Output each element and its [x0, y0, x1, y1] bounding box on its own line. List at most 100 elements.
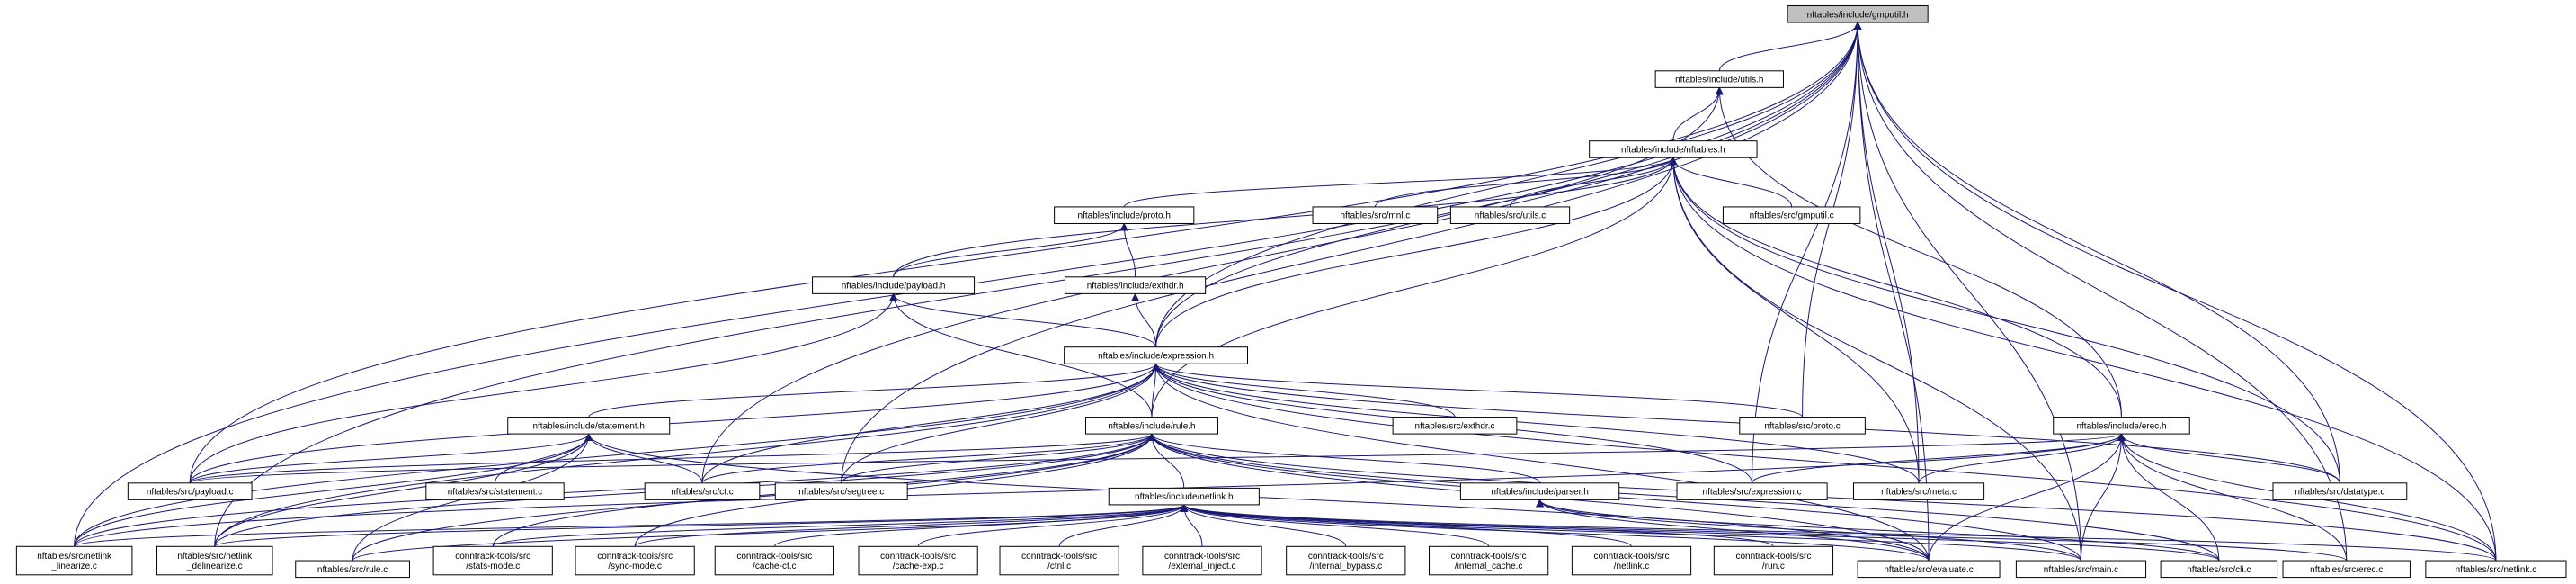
edge-nftables_h-to-rule_h — [1151, 157, 1678, 418]
node-label: conntrack-tools/src — [736, 552, 812, 562]
edge-netlink_h-to-stats_mode_c — [492, 504, 1189, 547]
edge-netlink_h-to-cache_exp_c — [917, 504, 1189, 547]
edge-utils_h-to-erec_h — [1715, 86, 2122, 418]
edge-rule_h-to-ct_c — [701, 433, 1156, 484]
node-nf-netlink-c[interactable]: nftables/src/netlink.c — [2425, 560, 2567, 579]
node-box — [156, 545, 273, 576]
edge-exthdr_h-to-expression_h — [1131, 292, 1157, 347]
node-datatype-c[interactable]: nftables/src/datatype.c — [2272, 482, 2408, 500]
edge-nftables_h-to-datatype_c — [1669, 157, 2340, 483]
node-cache-exp-c[interactable]: conntrack-tools/src/cache-exp.c — [858, 545, 978, 576]
node-mnl-c[interactable]: nftables/src/mnl.c — [1312, 206, 1439, 224]
node-run-c[interactable]: conntrack-tools/src/run.c — [1713, 545, 1834, 576]
node-label: conntrack-tools/src — [1164, 552, 1240, 562]
node-label: nftables/src/exthdr.c — [1415, 421, 1495, 431]
node-expression-h[interactable]: nftables/include/expression.h — [1064, 346, 1249, 364]
node-exthdr-c[interactable]: nftables/src/exthdr.c — [1392, 417, 1518, 435]
node-box — [1054, 206, 1195, 224]
edge-expression_h-to-netlink_delinearize_c — [214, 363, 1160, 547]
node-box — [714, 545, 834, 576]
node-payload-h[interactable]: nftables/include/payload.h — [812, 276, 976, 294]
node-stats-mode-c[interactable]: conntrack-tools/src/stats-mode.c — [432, 545, 553, 576]
node-box — [2160, 560, 2278, 579]
edge-rule_h-to-segtree_c — [841, 433, 1156, 484]
node-label: nftables/src/rule.c — [317, 565, 388, 575]
node-box — [2015, 560, 2147, 579]
node-box — [1589, 140, 1758, 158]
node-box — [812, 276, 976, 294]
node-label: _linearize.c — [50, 562, 97, 571]
node-gmputil-c[interactable]: nftables/src/gmputil.c — [1722, 206, 1861, 224]
node-erec-c[interactable]: nftables/src/erec.c — [2282, 560, 2411, 579]
node-nftables-h[interactable]: nftables/include/nftables.h — [1589, 140, 1758, 158]
edge-nftables_h-to-expression_h — [1155, 157, 1678, 347]
node-box — [1571, 545, 1692, 576]
node-box — [1857, 560, 2001, 579]
node-erec-h[interactable]: nftables/include/erec.h — [2053, 417, 2190, 435]
node-cache-ct-c[interactable]: conntrack-tools/src/cache-ct.c — [714, 545, 834, 576]
node-expression-c[interactable]: nftables/src/expression.c — [1676, 482, 1828, 500]
node-label: nftables/src/main.c — [2044, 565, 2118, 575]
node-label: conntrack-tools/src — [597, 552, 673, 562]
edge-gmputil_h-to-datatype_c — [1853, 22, 2340, 483]
node-netlink-delinearize-c[interactable]: nftables/src/netlink_delinearize.c — [156, 545, 273, 576]
edge-nftables_h-to-gmputil_c — [1669, 157, 1793, 208]
edge-parser_h-to-main_c — [1536, 499, 2081, 562]
node-box — [1459, 482, 1620, 500]
node-box — [1065, 276, 1207, 294]
node-cli-c[interactable]: nftables/src/cli.c — [2160, 560, 2278, 579]
edge-netlink_h-to-nf_netlink_c — [1180, 504, 2497, 562]
node-box — [295, 560, 410, 579]
node-proto-c[interactable]: nftables/src/proto.c — [1739, 417, 1866, 435]
node-box — [1713, 545, 1834, 576]
node-netlink-linearize-c[interactable]: nftables/src/netlink_linearize.c — [15, 545, 133, 576]
node-evaluate-c[interactable]: nftables/src/evaluate.c — [1857, 560, 2001, 579]
node-rule-c[interactable]: nftables/src/rule.c — [295, 560, 410, 579]
node-ctnl-c[interactable]: conntrack-tools/src/ctnl.c — [999, 545, 1119, 576]
edge-nftables_h-to-main_c — [1669, 157, 2081, 562]
node-label: nftables/src/cli.c — [2187, 565, 2251, 575]
edge-rule_h-to-parser_h — [1147, 433, 1541, 484]
node-ct-netlink-c[interactable]: conntrack-tools/src/netlink.c — [1571, 545, 1692, 576]
node-label: nftables/include/parser.h — [1491, 488, 1588, 498]
node-internal-bypass-c[interactable]: conntrack-tools/src/internal_bypass.c — [1286, 545, 1406, 576]
node-label: conntrack-tools/src — [455, 552, 530, 562]
node-proto-h[interactable]: nftables/include/proto.h — [1054, 206, 1195, 224]
node-statement-h[interactable]: nftables/include/statement.h — [507, 417, 671, 435]
edge-netlink_h-to-cli_c — [1180, 504, 2220, 562]
node-label: nftables/include/proto.h — [1078, 211, 1171, 221]
node-utils-h[interactable]: nftables/include/utils.h — [1654, 70, 1784, 88]
node-utils-c[interactable]: nftables/src/utils.c — [1449, 206, 1571, 224]
edge-netlink_h-to-netlink_linearize_c — [74, 504, 1188, 547]
node-box — [425, 482, 565, 500]
node-label: nftables/src/utils.c — [1475, 211, 1546, 221]
edge-erec_h-to-cli_c — [2117, 433, 2220, 562]
node-box — [774, 482, 908, 500]
node-label: nftables/include/erec.h — [2076, 421, 2166, 431]
node-sync-mode-c[interactable]: conntrack-tools/src/sync-mode.c — [575, 545, 695, 576]
edge-gmputil_h-to-erec_c — [1853, 22, 2348, 562]
node-label: nftables/src/statement.c — [448, 488, 543, 498]
node-ct-c[interactable]: nftables/src/ct.c — [644, 482, 761, 500]
node-external-inject-c[interactable]: conntrack-tools/src/external_inject.c — [1142, 545, 1262, 576]
node-payload-c[interactable]: nftables/src/payload.c — [127, 482, 253, 500]
node-statement-c[interactable]: nftables/src/statement.c — [425, 482, 565, 500]
node-parser-h[interactable]: nftables/include/parser.h — [1459, 482, 1620, 500]
edge-gmputil_h-to-meta_c — [1853, 22, 1920, 483]
node-box — [1108, 487, 1260, 506]
node-box — [1722, 206, 1861, 224]
node-label: nftables/src/netlink — [177, 552, 253, 562]
node-meta-c[interactable]: nftables/src/meta.c — [1853, 482, 1985, 500]
edge-netlink_h-to-main_c — [1180, 504, 2081, 562]
node-netlink-h[interactable]: nftables/include/netlink.h — [1108, 487, 1260, 506]
node-exthdr-h[interactable]: nftables/include/exthdr.h — [1065, 276, 1207, 294]
node-main-c[interactable]: nftables/src/main.c — [2015, 560, 2147, 579]
node-internal-cache-c[interactable]: conntrack-tools/src/internal_cache.c — [1429, 545, 1549, 576]
node-rule-h[interactable]: nftables/include/rule.h — [1085, 417, 1218, 435]
edge-expression_h-to-netlink_linearize_c — [74, 363, 1160, 547]
node-gmputil-h[interactable]: nftables/include/gmputil.h — [1787, 4, 1929, 23]
edge-expression_h-to-proto_c — [1152, 363, 1804, 418]
node-segtree-c[interactable]: nftables/src/segtree.c — [774, 482, 908, 500]
node-box — [999, 545, 1119, 576]
node-label: nftables/src/payload.c — [147, 488, 234, 498]
